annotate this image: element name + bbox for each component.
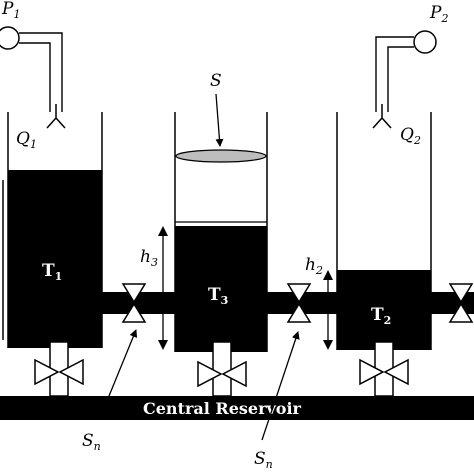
- tank-t3-label: T3: [208, 285, 228, 307]
- pipe-t2-out: [431, 292, 474, 314]
- valve-label-arrow-1: [99, 329, 138, 419]
- level-h3-label: h3: [140, 247, 158, 269]
- inflow-pipe-p1-inner: [19, 42, 51, 112]
- drain-pipe-t3: [212, 341, 232, 397]
- valve-t3-t2: [286, 283, 312, 323]
- tank-t2-label: T2: [371, 305, 391, 327]
- tank-t1-fluid: [8, 170, 102, 348]
- drain-valve-t1: [34, 358, 84, 386]
- surface-arrow: [215, 93, 224, 147]
- drain-valve-t2: [359, 358, 409, 386]
- inflow-pipe-p2-inner: [387, 46, 414, 112]
- tank-t3-fluid: [175, 226, 267, 352]
- level-h3-arrow: [158, 226, 168, 350]
- inflow-arrow-q2: [372, 104, 392, 129]
- valve-t2-out: [448, 283, 474, 323]
- tank-t3: [174, 112, 268, 352]
- level-h2-arrow: [323, 270, 333, 350]
- valve-t1-t3: [121, 283, 147, 323]
- inflow-arrow-q1: [46, 104, 66, 129]
- tank-t1: [7, 112, 103, 348]
- pipe-t3-t2: [267, 292, 337, 314]
- inflow-pipe-p2-outer: [375, 36, 414, 112]
- surface-label: S: [210, 71, 222, 91]
- tank-t2: [336, 112, 432, 350]
- drain-valve-t3: [197, 360, 247, 388]
- valve-label-2: Sn: [254, 449, 273, 471]
- inflow-pipe-p1-outer: [19, 32, 63, 112]
- pump-p1-label: P1: [1, 0, 20, 21]
- tank-t2-fluid: [337, 270, 431, 350]
- tank-t1-label: T1: [42, 261, 62, 283]
- pump-p1: [0, 26, 20, 50]
- reservoir-label: Central Reservoir: [143, 399, 302, 418]
- pump-p2: [413, 30, 437, 54]
- pump-p2-label: P2: [429, 3, 448, 25]
- valve-label-1: Sn: [82, 431, 101, 453]
- inflow-q1-label: Q1: [16, 129, 37, 151]
- valve-label-arrow-2: [261, 331, 300, 441]
- inflow-q2-label: Q2: [400, 125, 421, 147]
- pipe-t1-t3: [102, 292, 175, 314]
- central-reservoir: [0, 396, 474, 420]
- level-h2-label: h2: [305, 255, 323, 277]
- surface-s: [175, 149, 267, 163]
